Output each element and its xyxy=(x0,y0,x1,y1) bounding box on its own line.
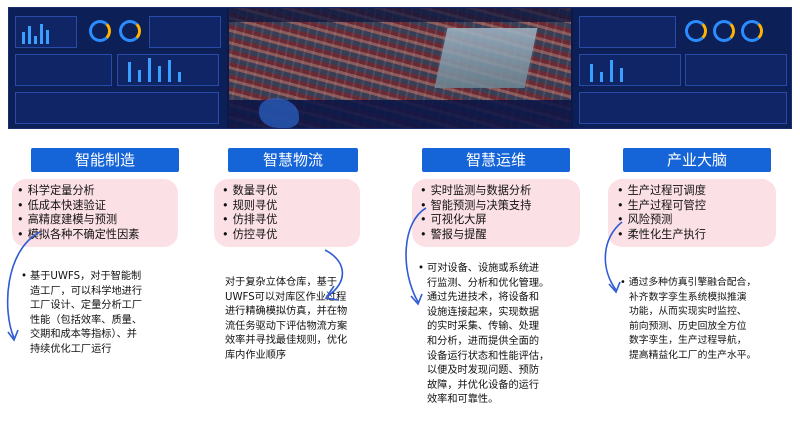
chart-widget xyxy=(579,92,787,124)
chart-widget xyxy=(15,92,219,124)
feature-item: 柔性化生产执行 xyxy=(617,228,706,243)
gauge-icon xyxy=(741,20,763,42)
section-description: 通过多种仿真引擎融合配合， 补齐数字孪生系统模拟推演 功能，从而实现实时监控、 … xyxy=(620,276,796,364)
dashboard-banner xyxy=(8,7,792,129)
feature-list: 实时监测与数据分析 智能预测与决策支持 可视化大屏 警报与提醒 xyxy=(420,184,532,243)
feature-item: 警报与提醒 xyxy=(420,228,531,243)
feature-item: 实时监测与数据分析 xyxy=(420,184,532,199)
feature-item: 低成本快速验证 xyxy=(17,199,140,214)
feature-list: 科学定量分析 低成本快速验证 高精度建模与预测 模拟各种不确定性因素 xyxy=(17,184,140,242)
gauge-icon xyxy=(89,20,111,42)
gauge-icon xyxy=(119,20,141,42)
section-description: 对于复杂立体仓库，基于 UWFS可以对库区作业过程 进行精确模拟仿真，并在物 流… xyxy=(225,277,348,361)
dashboard-right-panel xyxy=(573,8,791,128)
chart-widget xyxy=(579,16,676,48)
section-title-smart-logistics: 智慧物流 xyxy=(228,148,358,172)
warehouse-3d-scene xyxy=(229,8,571,128)
section-description: 基于UWFS，对于智能制 造工厂，可以科学地进行 工厂设计、定量分析工厂 性能（… xyxy=(21,270,181,358)
feature-item: 仿排寻优 xyxy=(222,213,278,228)
feature-item: 风险预测 xyxy=(617,213,706,228)
chart-widget xyxy=(579,54,681,86)
gauge-icon xyxy=(713,20,735,42)
feature-list: 生产过程可调度 生产过程可管控 风险预测 柔性化生产执行 xyxy=(617,184,706,242)
chart-widget xyxy=(149,16,221,48)
gauge-icon xyxy=(685,20,707,42)
feature-item: 规则寻优 xyxy=(222,199,278,214)
feature-item: 高精度建模与预测 xyxy=(17,213,140,228)
section-title-smart-manufacturing: 智能制造 xyxy=(31,148,179,172)
feature-item: 可视化大屏 xyxy=(420,213,531,228)
section-description: 可对设备、设施或系统进 行监测、分析和优化管理。 通过先进技术，将设备和 设施连… xyxy=(418,262,578,408)
table-widget xyxy=(685,54,787,86)
feature-item: 仿控寻优 xyxy=(222,228,278,243)
feature-item: 生产过程可管控 xyxy=(617,199,706,214)
feature-list: 数量寻优 规则寻优 仿排寻优 仿控寻优 xyxy=(222,184,278,243)
feature-item: 数量寻优 xyxy=(222,184,278,199)
chart-widget xyxy=(15,16,77,48)
feature-item: 生产过程可调度 xyxy=(617,184,706,199)
section-title-industry-brain: 产业大脑 xyxy=(623,148,771,172)
table-widget xyxy=(15,54,112,86)
chart-widget xyxy=(117,54,219,86)
feature-item: 科学定量分析 xyxy=(17,184,140,199)
feature-item: 模拟各种不确定性因素 xyxy=(17,228,140,243)
section-title-smart-maintenance: 智慧运维 xyxy=(422,148,570,172)
dashboard-left-panel xyxy=(9,8,227,128)
feature-item: 智能预测与决策支持 xyxy=(420,199,532,214)
